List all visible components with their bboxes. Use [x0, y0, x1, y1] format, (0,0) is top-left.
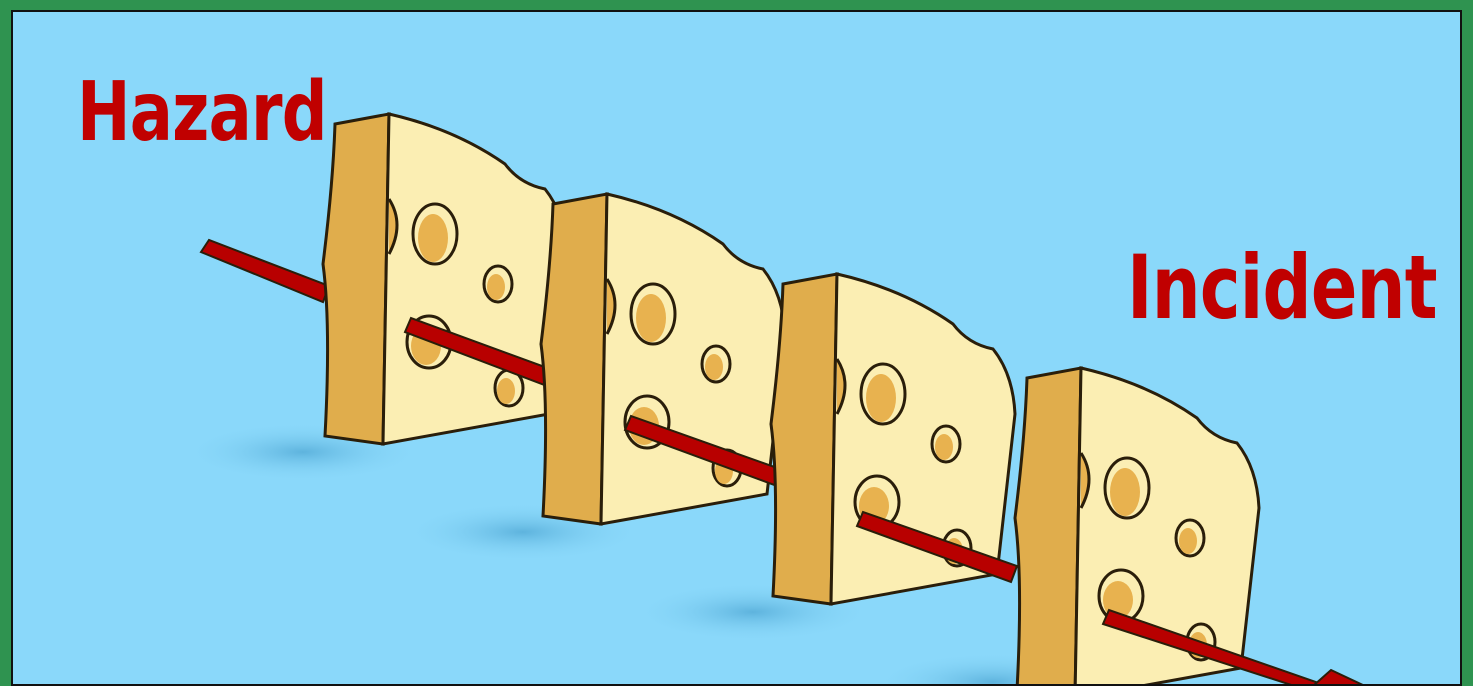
hazard-label: Hazard [77, 72, 327, 154]
cheese-slice-1 [323, 114, 567, 444]
arrow-tip-icon [1313, 670, 1365, 686]
hazard-arrow-tail [201, 240, 329, 302]
cheese-slice-4 [1015, 368, 1259, 686]
incident-label: Incident [1127, 244, 1437, 332]
diagram-canvas: Hazard Incident [11, 10, 1462, 686]
